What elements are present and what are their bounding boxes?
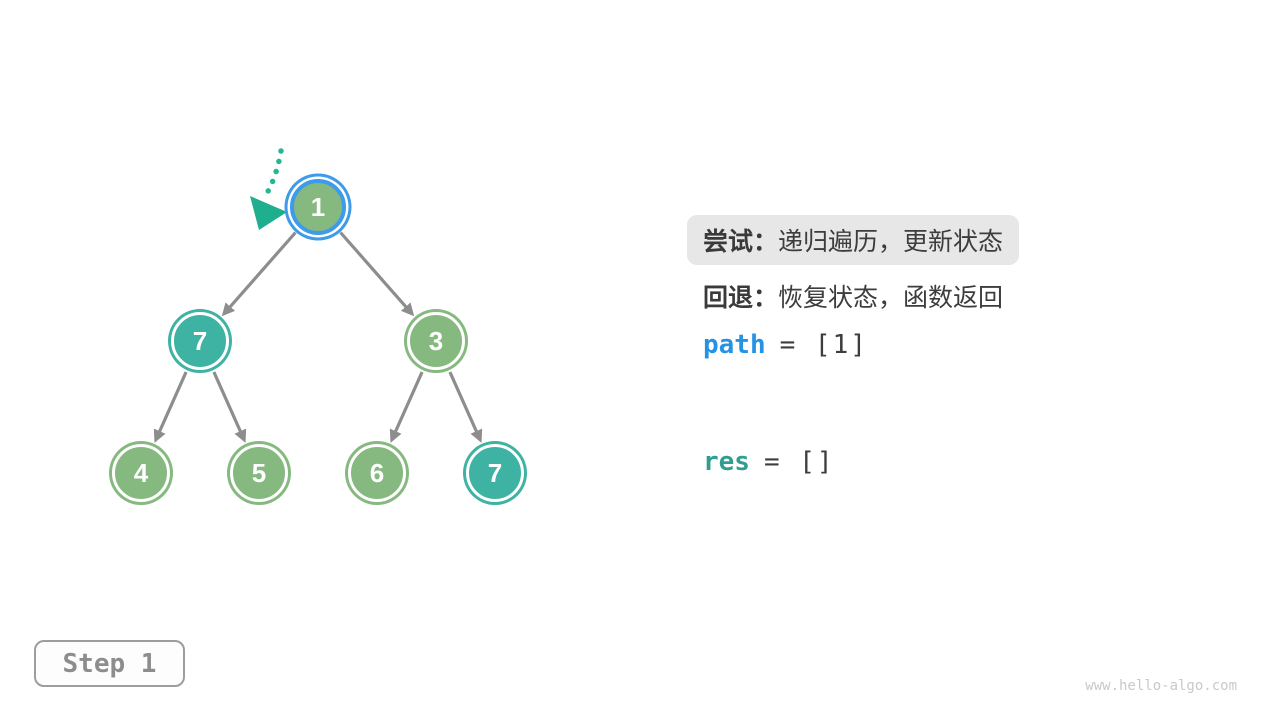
path-variable-name: path [703, 330, 766, 360]
tree-edge [153, 371, 188, 443]
tree-node-7-right: 7 [466, 444, 524, 502]
current-pointer-arrow-icon [250, 148, 287, 230]
node-value: 3 [428, 325, 444, 356]
pointer-arrowhead-icon [250, 196, 287, 230]
node-value: 5 [251, 457, 267, 488]
watermark: www.hello-algo.com [1085, 678, 1237, 694]
res-variable-value: = [] [763, 447, 835, 477]
node-value: 1 [310, 191, 326, 222]
note-back-label: 回退： [703, 284, 779, 312]
node-value: 7 [192, 325, 208, 356]
tree-edge [448, 371, 483, 443]
step-badge: Step 1 [34, 640, 185, 687]
node-value: 6 [369, 457, 385, 488]
path-variable-value: = [1] [779, 330, 868, 360]
path-variable-line: path = [1] [703, 330, 868, 360]
note-try-text: 递归遍历，更新状态 [778, 228, 1004, 256]
tree-edge [339, 231, 415, 317]
tree-node-6: 6 [348, 444, 406, 502]
note-back: 回退：恢复状态，函数返回 [703, 278, 1003, 314]
note-try-highlighted: 尝试：递归遍历，更新状态 [687, 215, 1020, 265]
tree-node-7-left: 7 [171, 312, 229, 370]
tree-edge [389, 371, 424, 443]
tree-edge [221, 231, 297, 317]
tree-node-5: 5 [230, 444, 288, 502]
res-variable-name: res [703, 447, 750, 477]
tree-node-3: 3 [407, 312, 465, 370]
tree-node-1-current: 1 [290, 179, 346, 235]
pointer-dotted-line [261, 148, 284, 201]
tree-node-4: 4 [112, 444, 170, 502]
node-value: 4 [133, 457, 149, 488]
note-back-text: 恢复状态，函数返回 [778, 284, 1004, 312]
step-badge-label: Step 1 [62, 648, 157, 679]
node-value: 7 [487, 457, 503, 488]
tree-edge [212, 371, 247, 443]
note-try-label: 尝试： [703, 228, 779, 256]
res-variable-line: res = [] [703, 447, 835, 477]
